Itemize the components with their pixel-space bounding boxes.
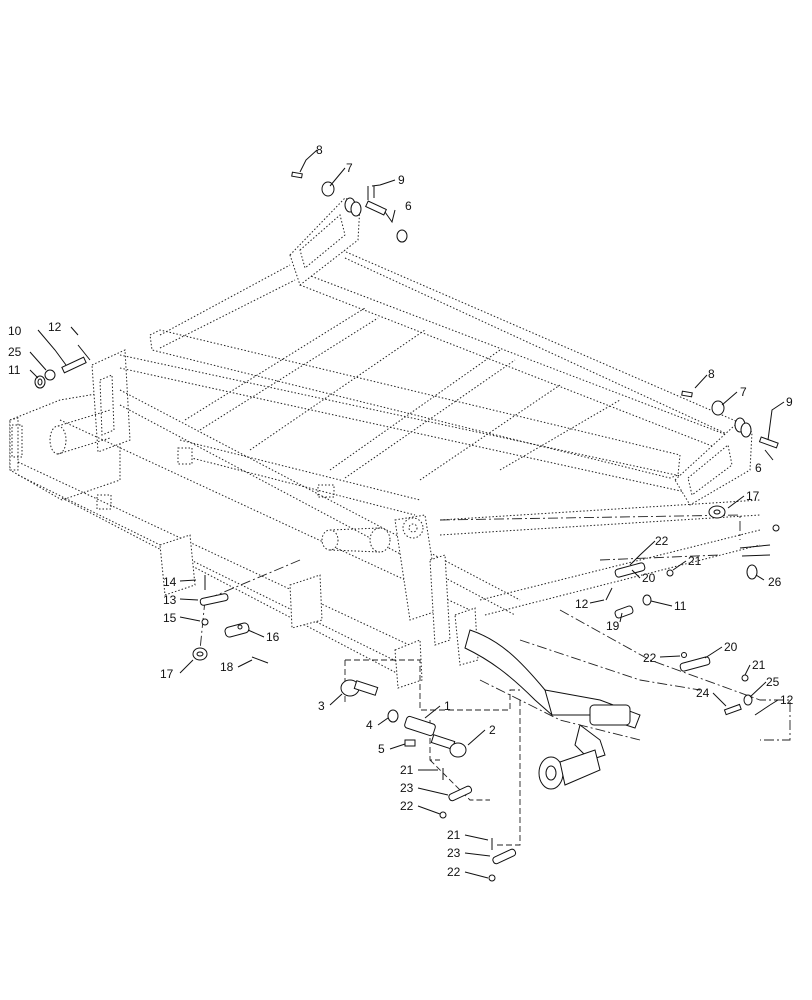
part-nut-22d [488, 874, 496, 882]
part-sleeve-16 [224, 622, 250, 638]
callout-21d: 21 [447, 828, 461, 842]
part-washer-7b [711, 400, 725, 416]
callout-19: 19 [606, 619, 620, 633]
part-sleeve-20b [679, 656, 711, 672]
callout-23b: 23 [447, 846, 461, 860]
callout-13: 13 [163, 593, 177, 607]
part-bolt-12c [754, 704, 771, 716]
part-pin-12b [605, 587, 613, 601]
part-pin-13 [199, 593, 229, 606]
part-ring-11b [642, 594, 652, 606]
callout-3: 3 [318, 699, 325, 713]
callout-25b: 25 [766, 675, 780, 689]
callout-20b: 20 [724, 640, 738, 654]
callout-2: 2 [489, 723, 496, 737]
callout-22c: 22 [400, 799, 414, 813]
part-washer-25a [44, 369, 56, 381]
callout-8a: 8 [316, 143, 323, 157]
callout-11b: 11 [674, 599, 687, 613]
callout-21c: 21 [400, 763, 414, 777]
callout-labels: 8 7 9 6 10 12 25 11 8 7 9 6 17 22 21 20 … [8, 143, 794, 879]
callout-7a: 7 [346, 161, 353, 175]
callout-21b: 21 [752, 658, 766, 672]
boom-frame [9, 197, 761, 790]
callout-4: 4 [366, 718, 373, 732]
part-bolt-9b [758, 436, 779, 449]
part-pin-8b [681, 390, 693, 398]
part-ring-11a [34, 375, 46, 389]
part-washer-17a [708, 505, 726, 519]
callout-17b: 17 [160, 667, 174, 681]
callout-17a: 17 [746, 489, 760, 503]
callout-10: 10 [8, 324, 22, 338]
callout-12c: 12 [780, 693, 794, 707]
callout-25a: 25 [8, 345, 22, 359]
part-bolt-12a [77, 344, 91, 361]
callout-8b: 8 [708, 367, 715, 381]
callout-21a: 21 [688, 554, 702, 568]
part-washer-25b [743, 694, 753, 706]
callout-12a: 12 [48, 320, 62, 334]
part-washer-6a [396, 229, 408, 243]
callout-6b: 6 [755, 461, 762, 475]
callout-15: 15 [163, 611, 177, 625]
part-nut-22b [681, 652, 687, 658]
part-bushing-26 [746, 564, 758, 580]
part-nut-15 [201, 618, 209, 626]
callout-23a: 23 [400, 781, 414, 795]
callout-24: 24 [696, 686, 710, 700]
callout-14: 14 [163, 575, 177, 589]
part-washer-17b [192, 647, 208, 661]
callout-9b: 9 [786, 395, 793, 409]
callout-6a: 6 [405, 199, 412, 213]
part-bolts-right [739, 524, 780, 557]
callout-22a: 22 [655, 534, 669, 548]
part-pin-10 [61, 356, 87, 374]
part-pin-24 [723, 703, 742, 716]
assembly-lines [199, 514, 791, 846]
callout-18: 18 [220, 660, 234, 674]
callout-22b: 22 [643, 651, 657, 665]
callout-11a: 11 [8, 363, 21, 377]
leader-lines [29, 149, 785, 879]
part-pin-23a [448, 785, 473, 802]
part-nut-4 [387, 709, 399, 723]
part-sleeve-20a [614, 562, 646, 578]
part-pin-18 [251, 656, 269, 664]
callout-7b: 7 [740, 385, 747, 399]
part-plate-right [734, 417, 752, 438]
callout-1: 1 [444, 699, 451, 713]
part-bolts-9a [365, 186, 387, 216]
callout-20a: 20 [642, 571, 656, 585]
part-bushing-19 [614, 605, 634, 619]
callout-9a: 9 [398, 173, 405, 187]
callout-16: 16 [266, 630, 280, 644]
callout-26: 26 [768, 575, 782, 589]
part-clip-5 [404, 739, 416, 747]
part-pin-8a [291, 171, 303, 179]
callout-5: 5 [378, 742, 385, 756]
part-tube-1 [404, 715, 436, 737]
part-nut-21a [666, 569, 674, 577]
callout-22d: 22 [447, 865, 461, 879]
callout-12b: 12 [575, 597, 589, 611]
part-nut-21b [741, 674, 749, 682]
part-rod-end-3 [340, 679, 379, 697]
part-nut-22c [439, 811, 447, 819]
parts [34, 171, 780, 882]
part-plate-top [344, 197, 362, 217]
part-rod-end-2 [430, 734, 467, 758]
part-pin-23b [492, 848, 517, 865]
